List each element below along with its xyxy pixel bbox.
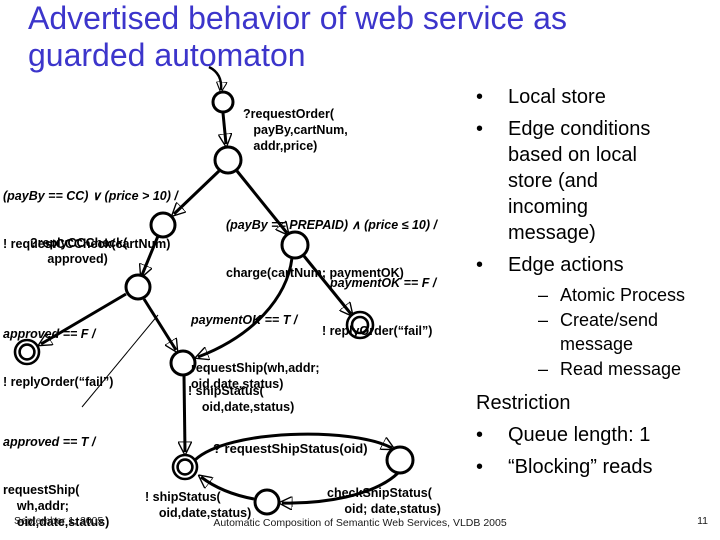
sub-bullet-marker: – [538, 310, 549, 331]
state-initial [211, 90, 235, 114]
edge-ship-status-loop [201, 477, 255, 501]
action-approved-ok: requestShip( wh,addr; oid,date,status) [3, 483, 110, 529]
edge-cc-check [174, 169, 221, 214]
bullet-marker: • [476, 118, 484, 140]
state-final-fail-left [13, 338, 41, 366]
guard-payment-fail: paymentOK == F / [330, 276, 437, 290]
bullet-marker: • [476, 423, 484, 446]
label-cc-check: (payBy == CC) ∨ (price > 10) / ! request… [3, 156, 178, 284]
state-final-fail-right [345, 310, 375, 340]
edge-request-ship-status [193, 432, 392, 462]
restriction-heading: Restriction [476, 391, 571, 414]
sub-bullet-text: Create/send message [560, 310, 659, 354]
state-ship-status-query [385, 445, 415, 475]
edge-prepaid-charge [235, 170, 287, 233]
action-cc-check: ! requestCCCheck(cartNum) [3, 237, 171, 251]
action-payment-fail: ! replyOrder(“fail”) [322, 324, 433, 338]
page-title: Advertised behavior of web service as gu… [28, 0, 718, 74]
edge-request-order [223, 112, 226, 144]
sub-bullet-create-send: – Create/send message [538, 309, 720, 356]
sub-bullet-text: Atomic Process [560, 285, 686, 305]
label-approved-ok: approved == T / requestShip( wh,addr; oi… [3, 402, 109, 540]
page-title-line2: guarded automaton [28, 37, 306, 74]
sub-bullet-marker: – [538, 285, 549, 305]
bullet-local-store: • Local store [476, 84, 720, 110]
label-request-ship-status: ? requestShipStatus(oid) [213, 441, 368, 456]
state-cc-pending [149, 211, 177, 239]
bullet-marker: • [476, 254, 484, 276]
footer-page-number: 11 [697, 515, 708, 527]
label-payment-fail: paymentOK == F / ! replyOrder(“fail”) [322, 243, 436, 371]
bullet-marker: • [476, 86, 484, 108]
edge-reply-cccheck [142, 235, 160, 275]
label-payment-ok: paymentOK == T / requestShip(wh,addr; oi… [191, 280, 319, 424]
state-shipping [169, 349, 197, 377]
label-prepaid: (payBy == PREPAID) ∧ (price ≤ 10) / char… [226, 185, 437, 313]
label-reply-cccheck: ?replyCCCheck( approved) [30, 236, 128, 266]
guard-approved-ok: approved == T / [3, 435, 96, 449]
bullet-blocking-reads: • “Blocking” reads [476, 454, 720, 480]
label-ship-status-send: ! shipStatus( oid,date,status) [188, 384, 295, 414]
state-shipped-final [171, 453, 199, 481]
label-ship-status-loop: ! shipStatus( oid,date,status) [145, 490, 252, 520]
bullet-text: “Blocking” reads [508, 455, 653, 478]
bullet-edge-actions: • Edge actions [476, 252, 720, 278]
sub-bullet-marker: – [538, 359, 549, 380]
edge-payment-ok [198, 257, 294, 357]
label-request-order: ?requestOrder( payBy,cartNum, addr,price… [243, 107, 348, 153]
sub-bullet-read-message: – Read message [538, 358, 720, 381]
bullet-text: Local store [508, 86, 606, 108]
sub-bullet-atomic-process: – Atomic Process [538, 284, 720, 307]
bullet-edge-conditions: • Edge conditions based on local store (… [476, 116, 720, 246]
bullet-text: Edge actions [508, 254, 624, 276]
guard-cc-check: (payBy == CC) ∨ (price > 10) / [3, 189, 178, 203]
state-charged [280, 230, 310, 260]
footer-date: September 1, 2005 [14, 515, 104, 527]
bullet-text: Edge conditions based on local store (an… [508, 118, 651, 244]
action-approved-fail: ! replyOrder(“fail”) [3, 375, 114, 389]
action-payment-ok: requestShip(wh,addr; oid,date,status) [191, 361, 320, 391]
edge-ship-status-send [184, 374, 185, 452]
page-title-line1: Advertised behavior of web service as [28, 0, 567, 36]
label-check-ship-status: checkShipStatus( oid; date,status) [327, 486, 441, 516]
bullet-queue-length: • Queue length: 1 [476, 422, 720, 448]
edge-approved-fail [41, 292, 127, 344]
state-order-received [213, 145, 243, 175]
edge-title-pointer [208, 65, 221, 90]
sub-bullet-text: Read message [560, 359, 682, 380]
guard-payment-ok: paymentOK == T / [191, 313, 298, 327]
edge-check-ship-status [282, 471, 400, 503]
guard-approved-fail: approved == F / [3, 327, 96, 341]
state-cc-replied [124, 273, 152, 301]
label-approved-fail: approved == F / ! replyOrder(“fail”) [3, 294, 113, 422]
edge-payment-fail [302, 255, 351, 314]
edge-approved-ok [142, 298, 176, 350]
bullet-list: • Local store • Edge conditions based on… [476, 84, 720, 486]
leader-line-approved-ok [81, 314, 159, 408]
guard-prepaid: (payBy == PREPAID) ∧ (price ≤ 10) / [226, 218, 437, 232]
state-ship-status-check [253, 488, 281, 516]
footer-credit: Automatic Composition of Semantic Web Se… [213, 517, 507, 529]
bullet-marker: • [476, 455, 484, 478]
action-prepaid: charge(cartNum; paymentOK) [226, 266, 404, 280]
bullet-text: Queue length: 1 [508, 423, 651, 446]
